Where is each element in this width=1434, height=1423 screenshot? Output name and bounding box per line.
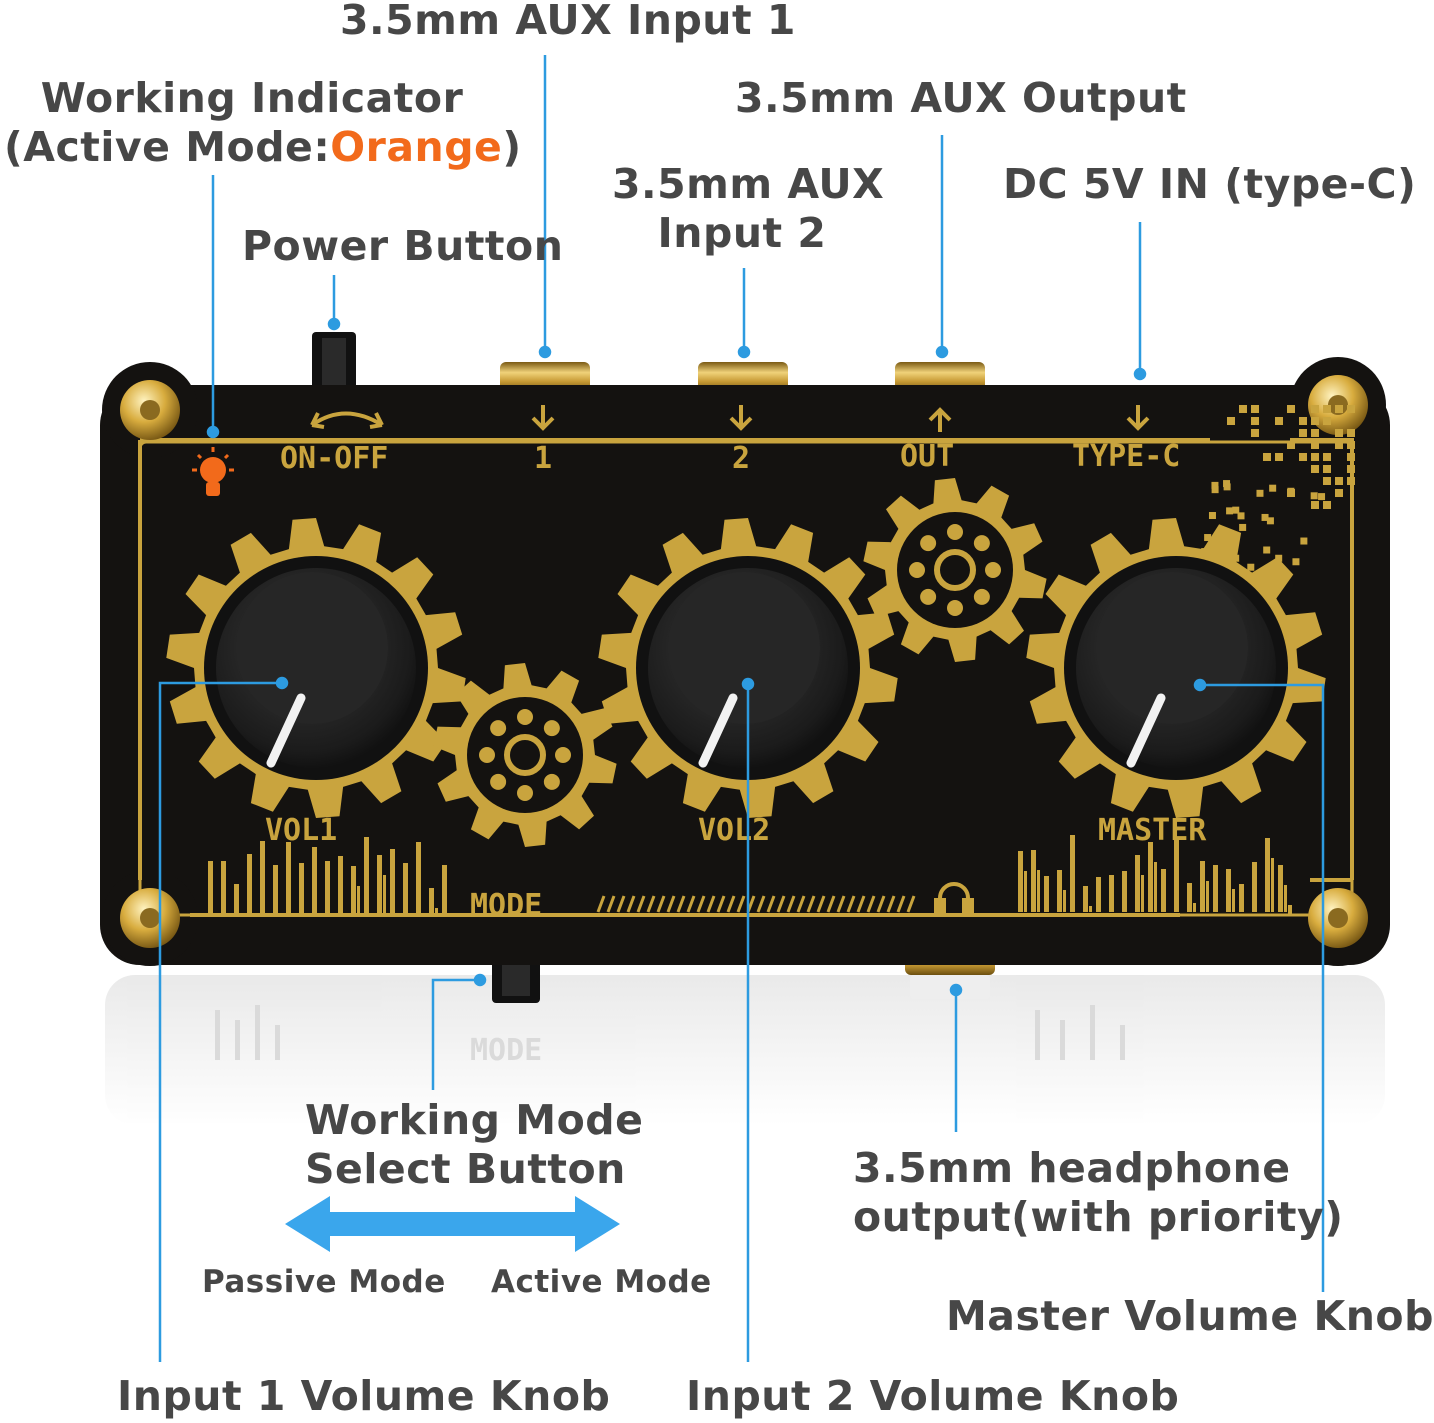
knobs[interactable] [204,556,1288,780]
on-off-arrow-icon [310,411,384,427]
label-dc-in: DC 5V IN (type-C) [1003,160,1417,208]
panel-vol1: VOL1 [265,813,337,848]
label-headphone: 3.5mm headphone output(with priority) [853,1144,1344,1242]
aux-input-1-jack [500,362,590,392]
top-jacks [500,362,985,392]
label-aux-input-1: 3.5mm AUX Input 1 [340,0,796,44]
label-aux-output: 3.5mm AUX Output [735,74,1187,122]
leader-lines [158,55,1325,1362]
label-working-indicator: Working Indicator (Active Mode:Orange) [4,74,522,172]
vol2-knob [636,556,860,780]
label-working-mode: Working Mode Select Button [305,1096,644,1194]
panel-mode: MODE [470,888,542,923]
aux-input-2-jack [698,362,788,392]
label-orange: Orange [330,123,503,172]
master-knob [1064,556,1288,780]
double-arrow-icon [285,1196,620,1252]
device-illustration: MODE [100,55,1390,1362]
panel-port-2: 2 [732,441,750,476]
panel-reflection: MODE [105,975,1385,1125]
mode-hatch [596,895,916,913]
panel-out: OUT [900,439,954,474]
label-input2-knob: Input 2 Volume Knob [686,1372,1180,1420]
label-passive-mode: Passive Mode [202,1264,446,1300]
label-master-knob: Master Volume Knob [946,1292,1434,1340]
aux-output-jack [895,362,985,392]
panel-typec: TYPE-C [1072,439,1180,474]
label-aux-input-2: 3.5mm AUX Input 2 [612,160,885,258]
panel-on-off: ON-OFF [280,441,388,476]
panel-port-1: 1 [534,441,552,476]
decor-gear-1 [433,663,617,847]
svg-text:MODE: MODE [470,1033,542,1068]
label-active-mode: Active Mode [491,1264,712,1300]
label-working-indicator-line1: Working Indicator [40,74,464,122]
panel-vol2: VOL2 [698,813,770,848]
port-arrows [531,405,1150,432]
vol1-knob [204,556,428,780]
label-input1-knob: Input 1 Volume Knob [117,1372,611,1420]
bulb-icon [192,447,234,496]
label-working-indicator-line2: (Active Mode:Orange) [4,123,522,172]
dot-pattern [1201,405,1355,571]
headphone-icon [934,882,974,916]
decor-gear-2 [863,478,1047,662]
level-bars [208,835,1287,915]
label-power-button: Power Button [242,222,564,270]
